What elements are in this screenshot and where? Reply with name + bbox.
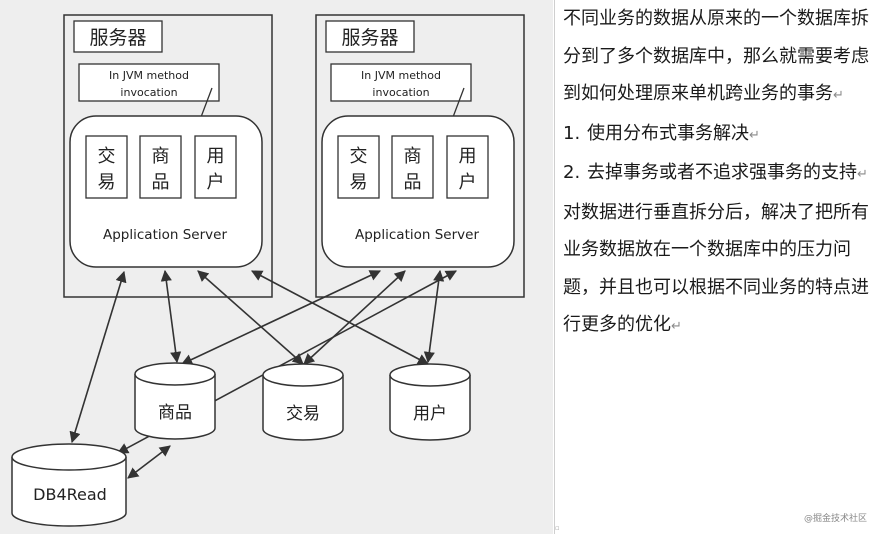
server-right-title: 服务器 [341,27,398,49]
server-right-module-goods-l1: 商 [404,146,422,167]
list-item-2: 2. 去掉事务或者不追求强事务的支持↵ [563,154,871,194]
server-right-module-goods-l2: 品 [404,172,422,193]
server-left-app-server-label: Application Server [103,227,227,243]
arrow-left-to-trade [197,270,304,365]
arrow-left-to-user [251,270,429,365]
server-right-module-user-l1: 用 [459,146,477,167]
list-number: 1. [563,122,581,144]
db-trade-label: 交易 [286,404,320,424]
server-left-module-user-l1: 用 [207,146,225,167]
server-left-module-trade-l1: 交 [98,146,116,167]
arrow-left-to-db4read [69,270,127,444]
conclusion-paragraph: 对数据进行垂直拆分后，解决了把所有业务数据放在一个数据库中的压力问题，并且也可以… [563,194,871,346]
arrow-left-to-goods [160,269,182,364]
server-right-module-trade-l2: 易 [350,172,368,193]
server-left-module-goods-l2: 品 [152,172,170,193]
server-right-module-user [446,135,489,199]
server-right-module-goods [391,135,434,199]
list-text: 使用分布式事务解决 [587,122,749,144]
db-trade: 交易 [262,363,344,441]
architecture-diagram: 服务器 In JVM method invocation 交 易 商 品 用 户… [0,0,553,534]
db-user: 用户 [389,363,471,441]
db-db4read-label: DB4Read [33,485,107,504]
server-left-module-trade [85,135,128,199]
return-mark: ↵ [833,88,844,103]
server-left-module-trade-l2: 易 [98,172,116,193]
conclusion-text: 对数据进行垂直拆分后，解决了把所有业务数据放在一个数据库中的压力问题，并且也可以… [563,201,869,336]
server-left-module-user-l2: 户 [207,172,225,193]
server-right-jvm-note [330,63,472,102]
list-text: 去掉事务或者不追求强事务的支持 [587,162,857,183]
panel-divider [554,0,555,534]
server-right-module-trade-l1: 交 [350,146,368,167]
server-right-module-user-l2: 户 [459,172,477,193]
diagram-canvas: 服务器 In JVM method invocation 交 易 商 品 用 户… [11,14,525,527]
list-item-1: 1. 使用分布式事务解决↵ [563,115,871,155]
server-left-title: 服务器 [89,27,146,49]
return-mark: ↵ [857,167,868,182]
server-right-app-server-label: Application Server [355,227,479,243]
return-mark: ↵ [749,127,760,143]
db-goods-label: 商品 [158,403,192,423]
list-number: 2. [563,162,581,183]
corner-mark: ▫ [555,524,560,532]
db-user-label: 用户 [413,404,447,424]
server-left-module-goods [139,135,182,199]
server-right-title-box [325,20,415,53]
server-right: 服务器 In JVM method invocation 交 易 商 品 用 户… [315,14,525,298]
intro-paragraph: 不同业务的数据从原来的一个数据库拆分到了多个数据库中，那么就需要考虑到如何处理原… [563,0,871,115]
server-left: 服务器 In JVM method invocation 交 易 商 品 用 户… [63,14,273,298]
server-left-module-user [194,135,237,199]
arrow-right-to-trade [303,270,406,365]
explanation-text: 不同业务的数据从原来的一个数据库拆分到了多个数据库中，那么就需要考虑到如何处理原… [563,0,871,534]
server-right-module-trade [337,135,380,199]
return-mark: ↵ [671,319,682,334]
intro-text: 不同业务的数据从原来的一个数据库拆分到了多个数据库中，那么就需要考虑到如何处理原… [563,8,869,104]
server-left-jvm-note-line2: invocation [120,86,177,99]
db-db4read: DB4Read [11,443,127,527]
server-left-jvm-note [78,63,220,102]
server-left-module-goods-l1: 商 [152,146,170,167]
server-right-jvm-note-line2: invocation [372,86,429,99]
server-right-jvm-note-line1: In JVM method [361,69,441,82]
db-goods: 商品 [134,362,216,440]
server-left-title-box [73,20,163,53]
server-left-jvm-note-line1: In JVM method [109,69,189,82]
watermark: @掘金技术社区 [803,514,867,524]
arrow-goods-to-db4read [127,445,171,479]
arrow-right-to-goods [180,270,382,365]
